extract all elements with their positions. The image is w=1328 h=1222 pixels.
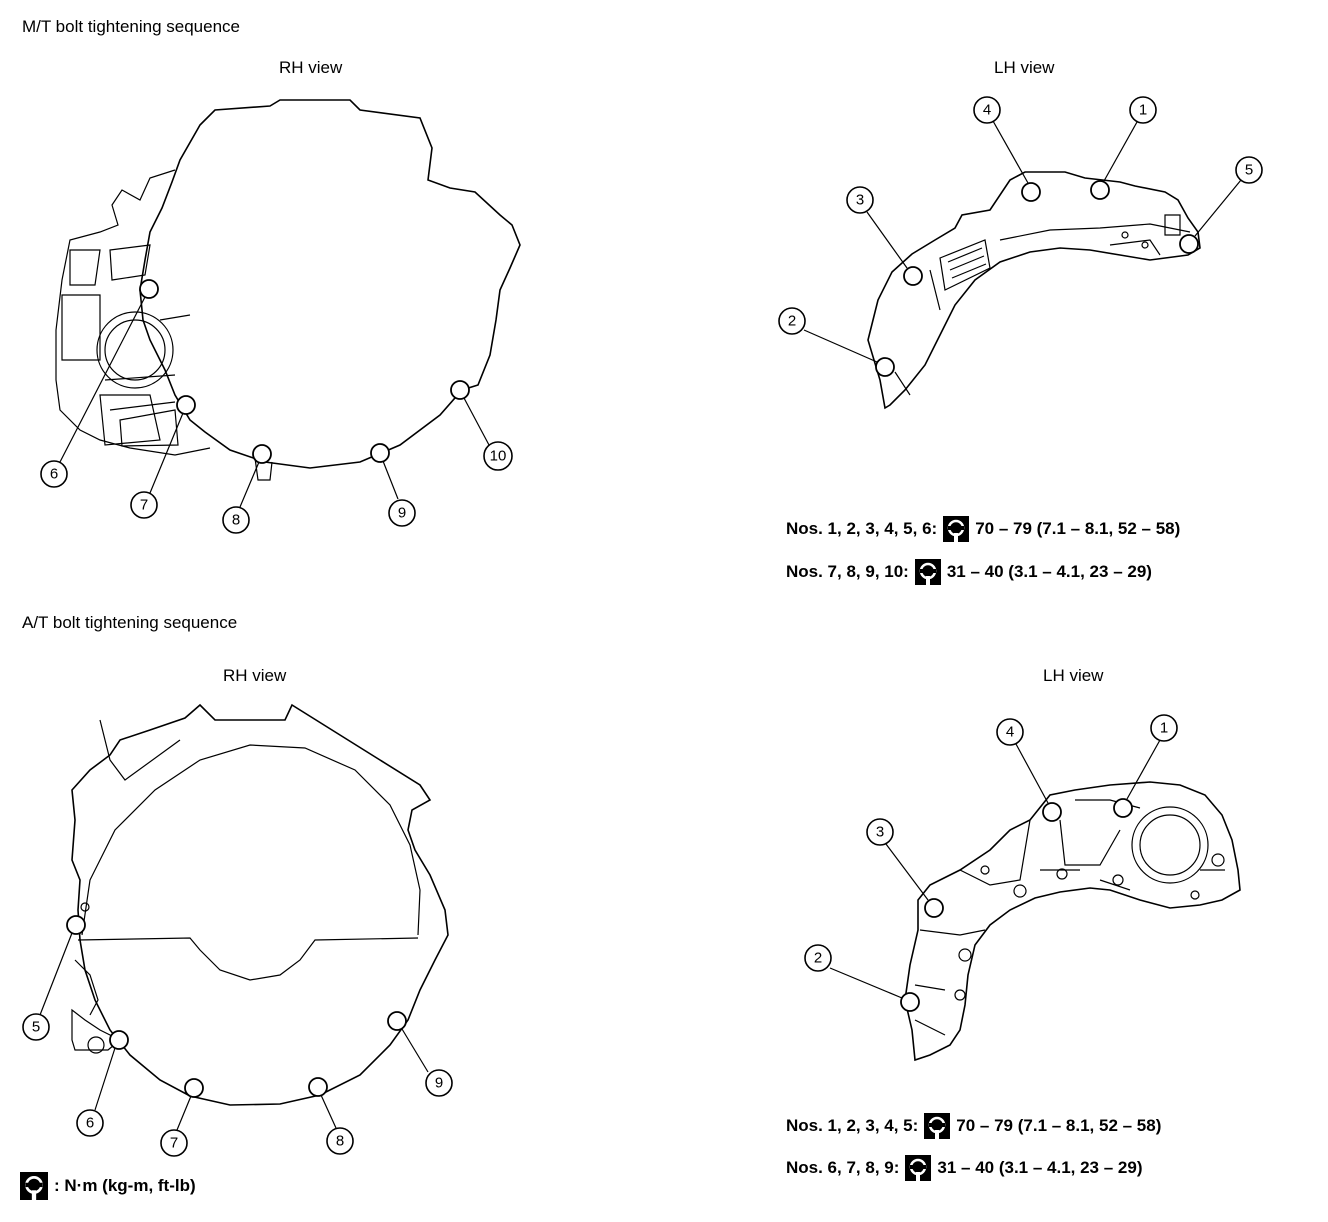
at-section-title: A/T bolt tightening sequence bbox=[22, 613, 238, 632]
svg-text:5: 5 bbox=[1245, 162, 1253, 179]
svg-text:3: 3 bbox=[876, 824, 884, 841]
mt-lh-callout-3: 3 bbox=[846, 186, 874, 214]
at-rh-callout-9: 9 bbox=[425, 1069, 453, 1097]
svg-text:1: 1 bbox=[1160, 720, 1168, 737]
svg-text:4: 4 bbox=[1006, 724, 1014, 741]
mt-lh-view-label: LH view bbox=[994, 58, 1055, 77]
mt-rh-callout-8: 8 bbox=[222, 506, 250, 534]
at-spec-1-prefix: Nos. 1, 2, 3, 4, 5: bbox=[786, 1116, 919, 1135]
at-spec-2-value: 31 – 40 (3.1 – 4.1, 23 – 29) bbox=[937, 1158, 1143, 1177]
at-lh-housing-outline bbox=[904, 781, 1241, 1062]
mt-rh-callout-10: 10 bbox=[483, 441, 513, 471]
at-rh-bolt-5 bbox=[66, 915, 86, 935]
at-lh-callout-2: 2 bbox=[804, 944, 832, 972]
at-spec-1-value: 70 – 79 (7.1 – 8.1, 52 – 58) bbox=[956, 1116, 1162, 1135]
at-lh-view-label: LH view bbox=[1043, 666, 1104, 685]
at-rh-inner-bore bbox=[81, 744, 421, 936]
mt-spec-2-prefix: Nos. 7, 8, 9, 10: bbox=[786, 562, 909, 581]
mt-rh-callout-9: 9 bbox=[388, 499, 416, 527]
mt-lh-bolt-1 bbox=[1090, 180, 1110, 200]
mt-lh-callout-1: 1 bbox=[1129, 96, 1157, 124]
svg-text:7: 7 bbox=[140, 497, 148, 514]
mt-rh-bolt-6 bbox=[139, 279, 159, 299]
mt-lh-callout-5: 5 bbox=[1235, 156, 1263, 184]
at-lh-callout-4: 4 bbox=[996, 718, 1024, 746]
at-rh-callout-7: 7 bbox=[160, 1129, 188, 1157]
unit-legend-text: : N·m (kg-m, ft-lb) bbox=[54, 1176, 196, 1195]
mt-lh-callout-2: 2 bbox=[778, 307, 806, 335]
mt-lh-bolt-3 bbox=[903, 266, 923, 286]
at-lh-callout-3: 3 bbox=[866, 818, 894, 846]
at-rh-housing-outline bbox=[71, 703, 449, 1106]
mt-lh-callout-4: 4 bbox=[973, 96, 1001, 124]
at-rh-crossmember bbox=[77, 937, 419, 981]
mt-spec-2-value: 31 – 40 (3.1 – 4.1, 23 – 29) bbox=[946, 562, 1152, 581]
at-spec-1: Nos. 1, 2, 3, 4, 5: 70 – 79 (7.1 – 8.1, … bbox=[786, 1113, 1161, 1139]
mt-rh-callout-7: 7 bbox=[130, 491, 158, 519]
svg-text:8: 8 bbox=[232, 512, 240, 529]
torque-wrench-icon bbox=[905, 1155, 932, 1181]
torque-wrench-icon bbox=[914, 559, 941, 585]
torque-wrench-icon bbox=[20, 1172, 48, 1200]
torque-wrench-icon bbox=[943, 516, 970, 542]
mt-rh-view-label: RH view bbox=[279, 58, 343, 77]
svg-text:6: 6 bbox=[86, 1115, 94, 1132]
torque-wrench-icon bbox=[924, 1113, 951, 1139]
mt-spec-1: Nos. 1, 2, 3, 4, 5, 6: 70 – 79 (7.1 – 8.… bbox=[786, 516, 1180, 542]
at-lh-bolt-4 bbox=[1042, 802, 1062, 822]
at-lh-bolt-1 bbox=[1113, 798, 1133, 818]
mt-rh-bracket bbox=[55, 169, 211, 456]
mt-spec-2: Nos. 7, 8, 9, 10: 31 – 40 (3.1 – 4.1, 23… bbox=[786, 559, 1152, 585]
at-rh-callout-6: 6 bbox=[76, 1109, 104, 1137]
at-rh-bolt-9 bbox=[387, 1011, 407, 1031]
svg-text:4: 4 bbox=[983, 102, 991, 119]
svg-text:7: 7 bbox=[170, 1135, 178, 1152]
at-rh-callout-5: 5 bbox=[22, 1013, 50, 1041]
at-spec-2-prefix: Nos. 6, 7, 8, 9: bbox=[786, 1158, 900, 1177]
mt-lh-bolt-2 bbox=[875, 357, 895, 377]
mt-rh-callout-6: 6 bbox=[40, 460, 68, 488]
at-lh-bore-outer bbox=[1131, 806, 1209, 884]
svg-text:1: 1 bbox=[1139, 102, 1147, 119]
mt-lh-bolt-4 bbox=[1021, 182, 1041, 202]
at-spec-2: Nos. 6, 7, 8, 9: 31 – 40 (3.1 – 4.1, 23 … bbox=[786, 1155, 1143, 1181]
at-lh-callout-1: 1 bbox=[1150, 714, 1178, 742]
mt-rh-bolt-10 bbox=[450, 380, 470, 400]
svg-text:10: 10 bbox=[490, 448, 507, 465]
at-lh-bolt-3 bbox=[924, 898, 944, 918]
svg-text:2: 2 bbox=[814, 950, 822, 967]
svg-text:3: 3 bbox=[856, 192, 864, 209]
at-rh-callout-8: 8 bbox=[326, 1127, 354, 1155]
at-rh-bolt-8 bbox=[308, 1077, 328, 1097]
mt-spec-1-value: 70 – 79 (7.1 – 8.1, 52 – 58) bbox=[975, 519, 1181, 538]
mt-rh-bolt-9 bbox=[370, 443, 390, 463]
svg-text:6: 6 bbox=[50, 466, 58, 483]
mt-lh-housing-outline bbox=[867, 171, 1201, 410]
mt-lh-bolt-5 bbox=[1179, 234, 1199, 254]
svg-text:9: 9 bbox=[398, 505, 406, 522]
mt-rh-bolt-8 bbox=[252, 444, 272, 464]
svg-text:8: 8 bbox=[336, 1133, 344, 1150]
mt-rh-bolt-7 bbox=[176, 395, 196, 415]
at-rh-view-label: RH view bbox=[223, 666, 287, 685]
mt-section-title: M/T bolt tightening sequence bbox=[22, 17, 240, 36]
at-lh-bolt-2 bbox=[900, 992, 920, 1012]
mt-spec-1-prefix: Nos. 1, 2, 3, 4, 5, 6: bbox=[786, 519, 938, 538]
svg-text:2: 2 bbox=[788, 313, 796, 330]
at-rh-bolt-7 bbox=[184, 1078, 204, 1098]
svg-text:5: 5 bbox=[32, 1019, 40, 1036]
at-rh-bolt-6 bbox=[109, 1030, 129, 1050]
unit-legend: : N·m (kg-m, ft-lb) bbox=[20, 1172, 196, 1200]
svg-text:9: 9 bbox=[435, 1075, 443, 1092]
